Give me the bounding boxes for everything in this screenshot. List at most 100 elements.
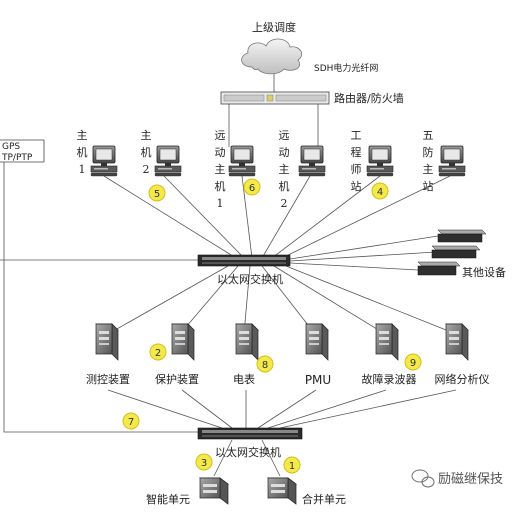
host-1-label-char: 主 bbox=[77, 129, 88, 142]
remote-host-1-label-char: 动 bbox=[215, 146, 226, 159]
intelligent-unit bbox=[199, 477, 229, 505]
five-prevention-label-char: 站 bbox=[423, 179, 434, 193]
host-1: 主 机 1 bbox=[77, 129, 118, 177]
protection-device bbox=[171, 323, 195, 361]
badges: 5 6 4 2 8 9 7 3 bbox=[122, 178, 422, 474]
watermark-text: 励磁继保技 bbox=[438, 472, 503, 487]
watermark: 励磁继保技 bbox=[411, 469, 503, 488]
badge-number: 1 bbox=[289, 461, 295, 472]
server-label: PMU bbox=[305, 373, 331, 387]
badge-number: 2 bbox=[155, 348, 161, 359]
server-icon bbox=[235, 323, 259, 361]
number-badge: 4 bbox=[371, 182, 389, 200]
number-badge: 3 bbox=[195, 453, 213, 471]
merging-unit bbox=[267, 477, 297, 505]
unit-device-icon bbox=[267, 477, 297, 505]
remote-host-2-label-char: 2 bbox=[281, 197, 288, 210]
rack-device-icon bbox=[417, 261, 461, 276]
badge-number: 6 bbox=[249, 183, 255, 194]
engineer-station-label-char: 工 bbox=[351, 129, 362, 142]
five-prevention-label-char: 五 bbox=[423, 129, 434, 142]
number-badge: 8 bbox=[256, 355, 274, 373]
remote-host-1: 远 动 主 机 1 bbox=[215, 129, 256, 210]
host-2: 主 机 2 bbox=[141, 129, 182, 177]
unit-label: 合并单元 bbox=[302, 492, 346, 506]
number-badge: 6 bbox=[243, 178, 261, 196]
gps-protocol-label: TP/PTP bbox=[1, 153, 33, 163]
five-prevention-label-char: 防 bbox=[423, 145, 434, 159]
server-icon bbox=[171, 323, 195, 361]
number-badge: 1 bbox=[283, 456, 301, 474]
host-2-label-char: 2 bbox=[143, 163, 150, 176]
number-badge: 2 bbox=[149, 343, 167, 361]
badge-number: 7 bbox=[128, 417, 134, 428]
wechat-icon bbox=[411, 469, 435, 488]
fault-recorder bbox=[375, 323, 399, 361]
server-icon bbox=[95, 323, 119, 361]
switch-top-label: 以太网交换机 bbox=[217, 272, 283, 286]
server-icon bbox=[305, 323, 329, 361]
engineer-station-label-char: 程 bbox=[351, 146, 362, 159]
computer-icon bbox=[366, 145, 394, 177]
number-badge: 9 bbox=[404, 353, 422, 371]
number-badge: 7 bbox=[122, 412, 140, 430]
badge-number: 8 bbox=[262, 360, 268, 371]
host-2-label-char: 主 bbox=[141, 129, 152, 142]
other-devices-label: 其他设备 bbox=[462, 265, 506, 279]
remote-host-2-label-char: 动 bbox=[279, 146, 290, 159]
remote-host-1-label-char: 远 bbox=[215, 129, 226, 142]
host-1-label-char: 机 bbox=[77, 145, 88, 159]
electric-meter bbox=[235, 323, 259, 361]
pmu-device bbox=[305, 323, 329, 361]
gps-label: GPS bbox=[2, 142, 20, 152]
ethernet-switch-bottom bbox=[197, 427, 303, 440]
host-1-label-char: 1 bbox=[79, 163, 86, 176]
network-analyzer bbox=[445, 323, 469, 361]
server-icon bbox=[445, 323, 469, 361]
server-label: 测控装置 bbox=[86, 372, 130, 386]
badge-number: 4 bbox=[377, 187, 383, 198]
measure-control-device bbox=[95, 323, 119, 361]
host-2-label-char: 机 bbox=[141, 145, 152, 159]
remote-host-1-label-char: 1 bbox=[217, 197, 224, 210]
five-prevention-station: 五 防 主 站 bbox=[423, 129, 466, 193]
computer-icon bbox=[154, 145, 182, 177]
other-devices bbox=[417, 229, 487, 276]
unit-label: 智能单元 bbox=[146, 492, 190, 506]
engineer-station: 工 程 师 站 bbox=[351, 129, 394, 193]
server-label: 网络分析仪 bbox=[435, 372, 490, 386]
rack-device-icon bbox=[431, 245, 481, 259]
badge-number: 9 bbox=[410, 358, 416, 369]
switch-bottom-label: 以太网交换机 bbox=[215, 445, 281, 459]
sdh-cloud bbox=[241, 38, 303, 75]
cloud-icon bbox=[241, 38, 303, 75]
five-prevention-label-char: 主 bbox=[423, 163, 434, 176]
rack-device-icon bbox=[437, 229, 487, 243]
sdh-network-label: SDH电力光纤网 bbox=[314, 62, 378, 74]
router-label: 路由器/防火墙 bbox=[334, 91, 404, 105]
router-icon bbox=[220, 91, 330, 105]
badge-number: 5 bbox=[154, 189, 160, 200]
server-label: 保护装置 bbox=[155, 372, 199, 386]
computer-icon bbox=[298, 145, 326, 177]
computer-icon bbox=[90, 145, 118, 177]
upper-dispatch-label: 上级调度 bbox=[252, 20, 296, 34]
computer-icon bbox=[228, 145, 256, 177]
engineer-station-label-char: 站 bbox=[351, 179, 362, 193]
connection-lines bbox=[0, 73, 457, 477]
remote-host-1-label-char: 主 bbox=[215, 163, 226, 176]
computer-icon bbox=[438, 145, 466, 177]
server-label: 故障录波器 bbox=[362, 372, 417, 386]
remote-host-2-label-char: 机 bbox=[279, 179, 290, 193]
server-label: 电表 bbox=[233, 372, 255, 386]
badge-number: 3 bbox=[201, 458, 207, 469]
remote-host-2-label-char: 远 bbox=[279, 129, 290, 142]
unit-device-icon bbox=[199, 477, 229, 505]
server-icon bbox=[375, 323, 399, 361]
gps-box bbox=[0, 139, 45, 163]
ethernet-switch-top bbox=[197, 254, 291, 267]
number-badge: 5 bbox=[148, 184, 166, 202]
remote-host-2: 远 动 主 机 2 bbox=[279, 129, 326, 210]
